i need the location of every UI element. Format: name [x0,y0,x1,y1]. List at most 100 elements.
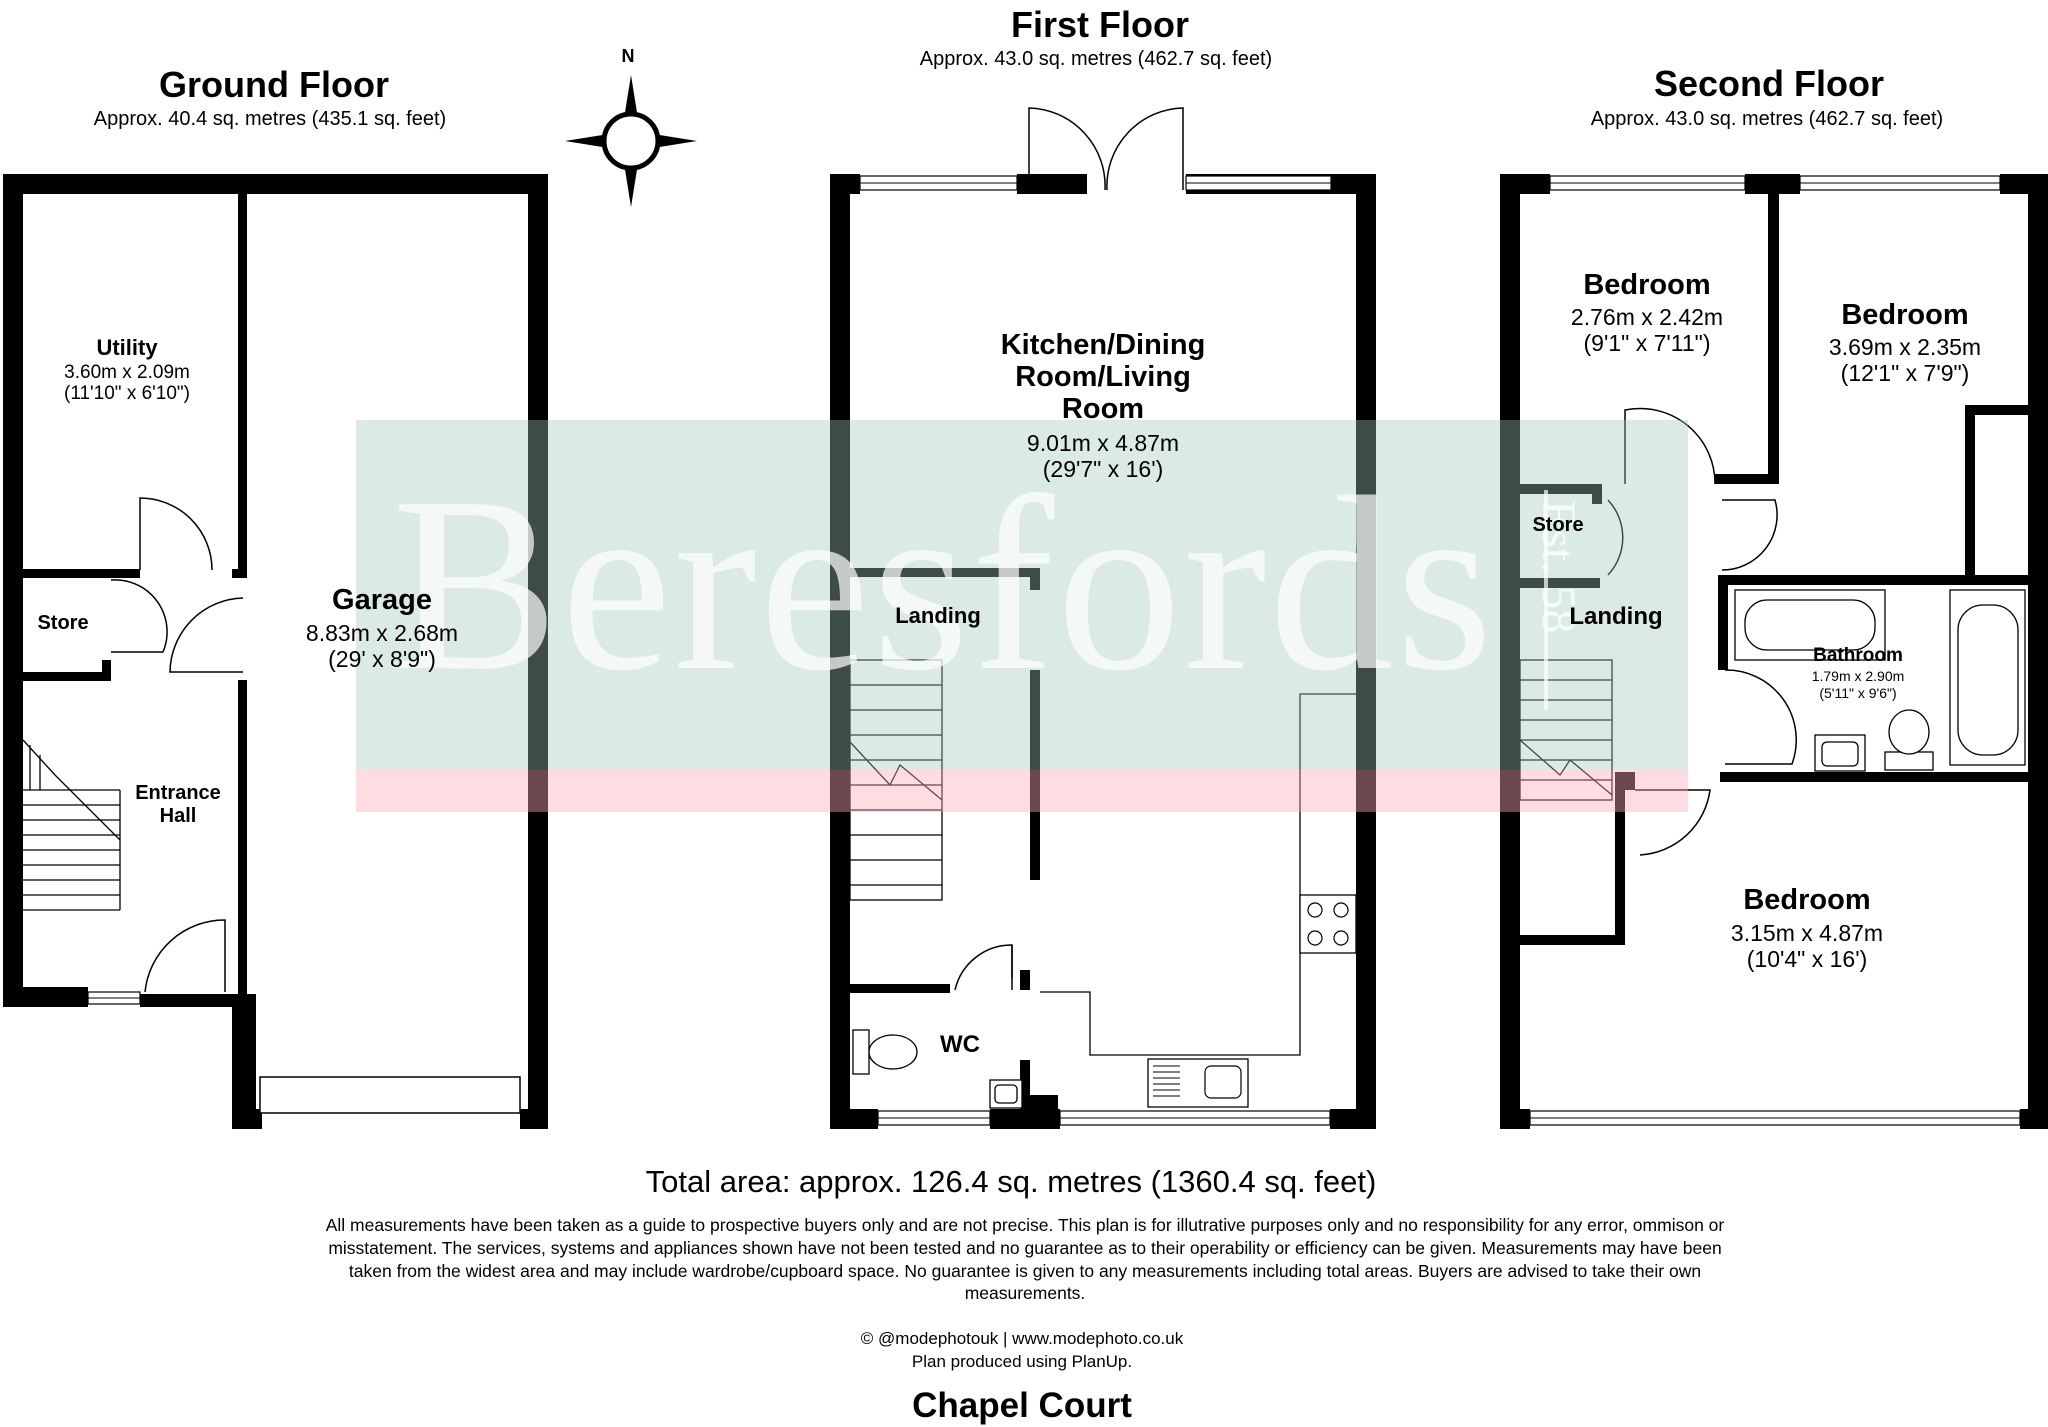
store-right-wall [102,660,111,681]
bathroom-dim-ft: (5'11" x 9'6") [1819,685,1897,701]
garage-internal-door [169,597,244,673]
store-right-wall [1592,484,1602,504]
bedroom3-name: Bedroom [1743,884,1871,916]
bathroom-top-wall [1720,575,2028,585]
first-bottom-mid-wall [990,1109,1060,1129]
disclaimer-text: All measurements have been taken as a gu… [325,1215,1725,1304]
bedroom3-door-jamb [1625,772,1635,790]
garage-bottom-right [520,1109,548,1129]
bedroom1-name: Bedroom [1583,269,1711,301]
ground-floor-title: Ground Floor [159,64,389,105]
property-name: Chapel Court [912,1386,1132,1425]
kitchen-name: Kitchen/Dining Room/Living Room [1000,329,1206,425]
second-stairs [1519,659,1613,801]
wc-name: WC [940,1031,980,1058]
ground-floor-plan [3,174,548,1129]
bedroom2-name: Bedroom [1841,299,1969,331]
watermark-pink-band [356,770,1688,812]
ground-bottom-mid-wall [140,994,232,1007]
first-top-left-wall [830,174,860,194]
garage-dim-ft: (29' x 8'9") [328,646,436,672]
bedroom1-bottom-right [1715,474,1779,484]
first-floor-plan [830,107,1376,1129]
landing-top-wall [850,568,1040,577]
second-top-left-wall [1500,174,1550,194]
first-left-wall [830,174,850,1129]
utility-dim-ft: (11'10" x 6'10") [63,383,191,404]
store2-door [1607,499,1624,576]
first-floor-area: Approx. 43.0 sq. metres (462.7 sq. feet) [919,48,1273,70]
bathroom-toilet-icon [1884,709,1934,771]
second-left-wall [1500,174,1520,1129]
wc-right-wall-lower [1030,1095,1058,1110]
second-bottom-left-wall [1500,1109,1530,1129]
store-bottom-wall [1520,578,1600,588]
ground-top-wall [3,174,548,194]
second-top-right-wall [2000,174,2048,194]
shower-bath-icon [1734,589,1886,661]
utility-dim-m: 3.60m x 2.09m [64,362,190,383]
utility-garage-wall [238,194,247,577]
bedroom1-door [1624,407,1716,485]
landing-stair-right-wall [1615,772,1625,945]
kitchen-sink-icon [1147,1058,1249,1108]
hall-garage-wall [238,680,247,994]
garage-name: Garage [332,584,432,616]
wc-basin-icon [989,1079,1023,1109]
toilet-icon [852,1029,918,1075]
bedroom3-dim-m: 3.15m x 4.87m [1730,920,1884,946]
wc-right-wall [1020,1060,1030,1110]
utility-bottom-wall-right [232,569,247,578]
landing-divider [1030,670,1040,880]
bathtub-icon [1949,589,2026,766]
compass-north-label: N [621,46,635,66]
entrance-hall-name: Entrance Hall [135,782,221,827]
first-bottom-right-wall [1330,1109,1376,1129]
total-area: Total area: approx. 126.4 sq. metres (13… [645,1164,1377,1199]
store-door [110,579,168,653]
credit-line-1: © @modephotouk | www.modephoto.co.uk [860,1329,1184,1348]
ground-left-wall [3,174,23,987]
bedroom3-top-left-wall [1520,935,1625,945]
ground-floor-area: Approx. 40.4 sq. metres (435.1 sq. feet) [93,108,447,130]
second-right-wall [2028,174,2048,1129]
second-top-mid-wall [1745,174,1800,194]
wardrobe-left [1965,405,1975,575]
ground-stairs [22,739,121,911]
watermark-divider [1544,490,1548,710]
utility-bottom-wall [23,569,140,578]
watermark: Beresfords Est. 58 [356,420,1688,812]
first-bottom-left-wall [830,1109,878,1129]
kitchen-dim-ft: (29'7" x 16') [1042,456,1164,482]
bathroom-dim-m: 1.79m x 2.90m [1811,668,1905,684]
bathroom-name: Bathroom [1813,645,1903,666]
front-door [144,919,226,993]
garage-bottom-left [232,1109,262,1129]
watermark-green-band [356,420,1688,770]
first-right-wall [1356,174,1376,1129]
bedroom2-dim-ft: (12'1" x 7'9") [1840,360,1970,386]
wardrobe-right [1965,405,2028,415]
first-stairs [849,659,943,901]
bedroom2-door [1721,499,1778,571]
bedroom3-door [1635,789,1711,856]
compass-rose-icon [565,75,697,207]
second-bottom-right-wall [2020,1109,2048,1129]
kitchen-counter [1040,693,1356,1056]
bedroom1-dim-m: 2.76m x 2.42m [1570,304,1724,330]
utility-door [139,497,213,571]
landing-divider-top [1030,568,1040,590]
kitchen-dim-m: 9.01m x 4.87m [1026,430,1180,456]
wc-door [954,944,1013,991]
second-store-name: Store [1532,514,1584,536]
garage-left-wall [232,994,256,1129]
hob-icon [1299,894,1357,954]
store-top-wall [1520,484,1600,494]
bathroom-left-wall [1718,575,1728,670]
ground-store-name: Store [37,612,89,634]
second-floor-plan [1500,174,2048,1129]
store-bottom-wall [23,672,111,681]
ground-right-wall [528,174,548,1129]
bathroom-basin-icon [1814,734,1866,772]
